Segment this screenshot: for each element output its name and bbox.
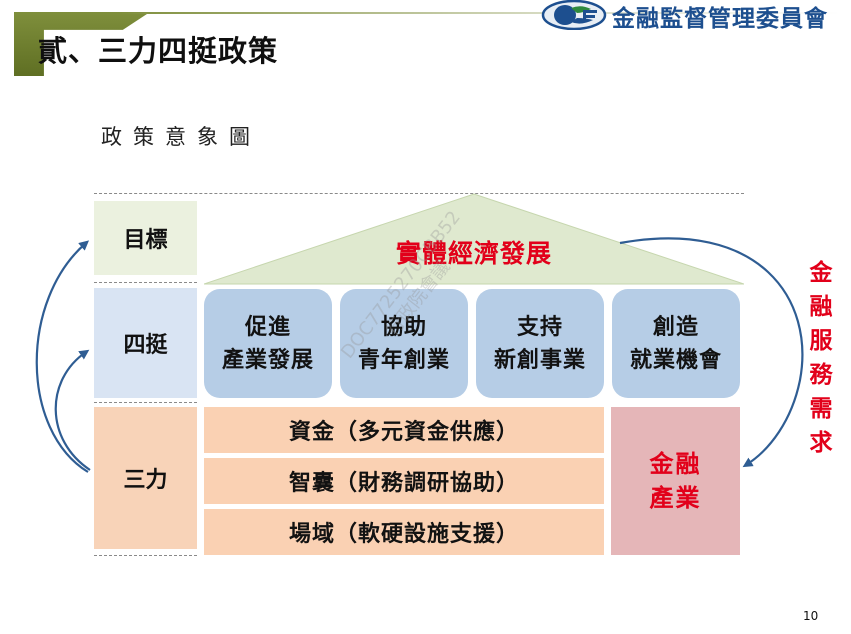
pillar-industry-development: 促進 產業發展 <box>204 289 332 398</box>
force-think-tank: 智囊（財務調研協助） <box>204 458 604 504</box>
guide-line <box>94 282 197 283</box>
vertical-char: 金 <box>809 259 833 286</box>
vertical-char: 務 <box>809 361 833 388</box>
force-capital: 資金（多元資金供應） <box>204 407 604 453</box>
row-label-goal: 目標 <box>94 201 197 275</box>
arrow-forces-to-goal <box>35 240 90 473</box>
pillar-youth-startup: 協助 青年創業 <box>340 289 468 398</box>
vertical-label-financial-service-demand: 金 融 服 務 需 求 <box>806 256 836 460</box>
financial-industry-box: 金融 產業 <box>611 407 740 555</box>
pillar-new-ventures: 支持 新創事業 <box>476 289 604 398</box>
arrow-demand-to-finance <box>619 237 804 468</box>
pillar-line2: 青年創業 <box>357 346 450 373</box>
vertical-char: 服 <box>809 327 833 354</box>
guide-line <box>94 402 197 403</box>
pillar-line2: 產業發展 <box>221 346 314 373</box>
org-name: 金融監督管理委員會 <box>612 6 828 32</box>
vertical-char: 融 <box>809 293 833 320</box>
row-label-three-forces: 三力 <box>94 407 197 549</box>
diagram-subtitle: 政策意象圖 <box>101 125 261 149</box>
fin-line1: 金融 <box>649 449 702 478</box>
pillar-line1: 促進 <box>244 313 291 340</box>
roof-triangle <box>204 193 744 285</box>
pillar-job-creation: 創造 就業機會 <box>612 289 740 398</box>
pillar-line1: 支持 <box>516 313 563 340</box>
pillar-line2: 就業機會 <box>629 346 722 373</box>
page-title: 貳、三力四挺政策 <box>38 34 279 68</box>
header-rule <box>120 12 840 14</box>
row-label-four-pillars: 四挺 <box>94 288 197 398</box>
page-number: 10 <box>803 609 819 623</box>
roof-label: 實體經濟發展 <box>395 239 552 268</box>
vertical-char: 求 <box>809 429 833 456</box>
pillar-line1: 創造 <box>652 313 699 340</box>
arrow-forces-to-pillars <box>54 349 91 471</box>
fsc-logo-icon <box>541 0 607 30</box>
guide-line <box>94 555 197 556</box>
vertical-char: 需 <box>809 395 833 422</box>
pillar-line2: 新創事業 <box>493 346 586 373</box>
fin-line2: 產業 <box>649 483 702 512</box>
guide-line <box>94 193 744 194</box>
force-venue: 場域（軟硬設施支援） <box>204 509 604 555</box>
pillar-line1: 協助 <box>380 313 427 340</box>
